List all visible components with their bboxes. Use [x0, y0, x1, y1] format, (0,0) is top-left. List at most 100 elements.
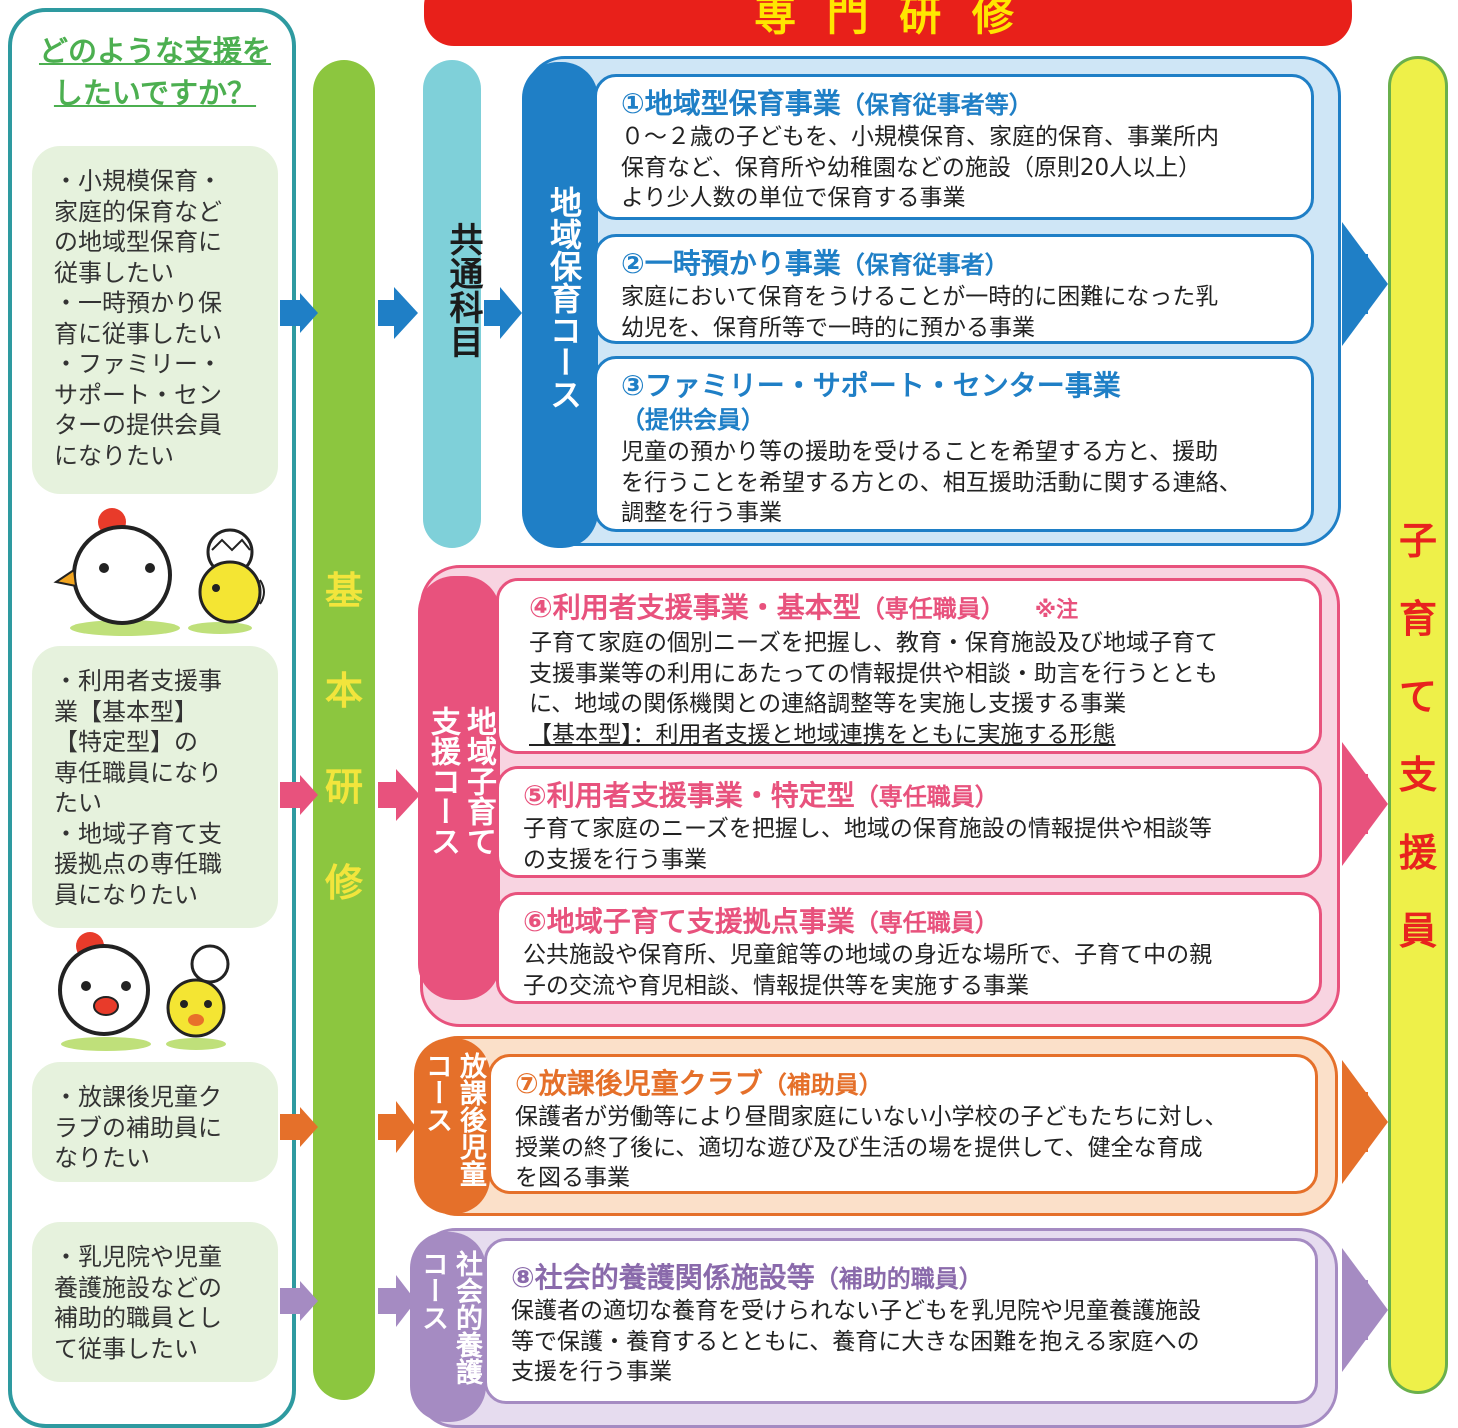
after-school-course-tab: [414, 1038, 490, 1214]
need-box-regional-childcare: ・小規模保育・ 家庭的保育など の地域型保育に 従事したい ・一時預かり保 育に…: [32, 146, 278, 494]
item-6-sub: （専任職員）: [854, 909, 999, 937]
item-3-title: ③ファミリー・サポート・センター事業: [621, 369, 1121, 402]
need-arrow-shaft-3: [280, 1114, 302, 1140]
need-arrow-shaft-1: [280, 300, 302, 326]
basic-arrow-shaft-2: [378, 782, 398, 808]
item-1-sub: （保育従事者等）: [840, 91, 1033, 119]
outcome-arrow-head-2: [1342, 742, 1388, 866]
item-4-desc-3: に、地域の関係機関との連絡調整等を実施し支援する事業: [529, 691, 1127, 717]
needs-question-title: どのような支援を したいですか？: [22, 30, 288, 114]
need-box-social-care: ・乳児院や児童 養護施設などの 補助的職員とし て従事したい: [32, 1222, 278, 1382]
basic-arrow-head-2: [396, 769, 420, 821]
social-care-course-tab: [410, 1232, 486, 1422]
item-1-desc-3: より少人数の単位で保育する事業: [621, 185, 966, 211]
item-2-desc-1: 家庭において保育をうけることが一時的に困難になった乳: [621, 284, 1219, 310]
need-arrow-head-2: [300, 775, 318, 815]
item-6-title: ⑥地域子育て支援拠点事業: [523, 905, 855, 938]
item-4-desc-1: 子育て家庭の個別ニーズを把握し、教育・保育施設及び地域子育て: [529, 630, 1218, 656]
common-arrow-head: [500, 287, 522, 339]
needs-question-line2: したいですか？: [53, 76, 257, 110]
course-item-2: ②一時預かり事業（保育従事者） 家庭において保育をうけることが一時的に困難になっ…: [594, 234, 1314, 344]
social-care-label-col2: 社会的養護: [451, 1250, 482, 1385]
outcome-char-3: て: [1398, 675, 1437, 719]
need-arrow-head-4: [300, 1281, 318, 1321]
basic-arrow-shaft-3: [378, 1114, 398, 1140]
item-2-sub: （保育従事者）: [840, 251, 1009, 279]
need-arrow-shaft-2: [280, 782, 302, 808]
item-3-desc-3: 調整を行う事業: [621, 500, 782, 526]
item-1-desc-2: 保育など、保育所や幼稚園などの施設（原則20人以上）: [621, 154, 1202, 181]
outcome-arrow-head-1: [1342, 222, 1388, 346]
child-support-worker-bar: [1388, 56, 1448, 1394]
basic-training-char-4: 修: [324, 861, 363, 905]
after-school-label-col1: コース: [421, 1052, 452, 1133]
item-4-title: ④利用者支援事業・基本型: [529, 591, 861, 624]
item-7-title: ⑦放課後児童クラブ: [515, 1067, 763, 1100]
item-4-sub: （専任職員）: [860, 595, 1005, 623]
outcome-char-2: 育: [1398, 597, 1437, 641]
item-5-title: ⑤利用者支援事業・特定型: [523, 779, 855, 812]
item-7-desc-2: 授業の終了後に、適切な遊び及び生活の場を提供して、健全な育成: [515, 1134, 1203, 1161]
banner-title: 専 門 研 修: [754, 0, 1022, 40]
need-arrow-head-3: [300, 1107, 318, 1147]
basic-training-char-3: 研: [324, 765, 363, 809]
item-2-title: ②一時預かり事業: [621, 247, 841, 280]
course-item-3: ③ファミリー・サポート・センター事業 （提供会員） 児童の預かり等の援助を受ける…: [594, 356, 1314, 532]
item-1-desc-1: ０～２歳の子どもを、小規模保育、家庭的保育、事業所内: [621, 124, 1219, 150]
item-3-desc-2: を行うことを希望する方との、相互援助活動に関する連絡、: [621, 469, 1242, 496]
common-subjects-label: 共通科目: [443, 222, 483, 358]
item-8-sub: （補助的職員）: [814, 1265, 983, 1293]
item-1-title: ①地域型保育事業: [621, 87, 841, 120]
item-8-title: ⑧社会的養護関係施設等: [511, 1261, 815, 1294]
need-arrow-shaft-4: [280, 1288, 302, 1314]
basic-arrow-head-3: [396, 1101, 416, 1153]
item-5-sub: （専任職員）: [854, 783, 999, 811]
basic-arrow-head-1: [394, 287, 418, 339]
item-4-extra: 【基本型】：利用者支援と地域連携をともに実施する形態: [529, 721, 1116, 748]
outcome-arrow-head-3: [1342, 1060, 1388, 1184]
course-item-5: ⑤利用者支援事業・特定型（専任職員） 子育て家庭のニーズを把握し、地域の保育施設…: [496, 766, 1322, 878]
needs-question-line1: どのような支援を: [38, 34, 271, 68]
specialized-training-banner: 専 門 研 修: [424, 0, 1352, 46]
item-7-sub: （補助員）: [762, 1071, 883, 1099]
basic-arrow-shaft-4: [378, 1288, 398, 1314]
outcome-char-5: 援: [1398, 831, 1437, 875]
item-8-desc-2: 等で保護・養育するとともに、養育に大きな困難を抱える家庭への: [511, 1328, 1200, 1355]
course-item-7: ⑦放課後児童クラブ（補助員） 保護者が労働等により昼間家庭にいない小学校の子ども…: [488, 1054, 1318, 1194]
social-care-label-col1: コース: [417, 1250, 448, 1331]
item-8-desc-3: 支援を行う事業: [511, 1359, 672, 1385]
need-box-after-school: ・放課後児童ク ラブの補助員に なりたい: [32, 1062, 278, 1182]
basic-training-char-1: 基: [324, 569, 363, 613]
after-school-label-col2: 放課後児童: [455, 1052, 486, 1187]
basic-training-bar: [313, 60, 375, 1400]
item-5-desc-1: 子育て家庭のニーズを把握し、地域の保育施設の情報提供や相談等: [523, 816, 1212, 842]
basic-arrow-shaft-1: [378, 300, 396, 326]
item-4-note: ※注: [1034, 598, 1079, 623]
regional-childcare-course-label: 地域保育コース: [545, 186, 583, 410]
course-item-1: ①地域型保育事業（保育従事者等） ０～２歳の子どもを、小規模保育、家庭的保育、事…: [594, 74, 1314, 220]
item-3-sub: （提供会員）: [621, 406, 765, 434]
outcome-char-6: 員: [1398, 909, 1437, 953]
community-support-label-col2: 地域子育て: [461, 706, 496, 856]
course-item-6: ⑥地域子育て支援拠点事業（専任職員） 公共施設や保育所、児童館等の地域の身近な場…: [496, 892, 1322, 1004]
course-item-4: ④利用者支援事業・基本型（専任職員） ※注 子育て家庭の個別ニーズを把握し、教育・…: [496, 578, 1322, 754]
course-item-8: ⑧社会的養護関係施設等（補助的職員） 保護者の適切な養育を受けられない子どもを乳…: [484, 1238, 1318, 1404]
outcome-arrow-head-4: [1342, 1248, 1388, 1372]
regional-childcare-course-tab: [522, 62, 598, 548]
item-4-desc-2: 支援事業等の利用にあたっての情報提供や相談・助言を行うととも: [529, 660, 1218, 687]
item-8-desc-1: 保護者の適切な養育を受けられない子どもを乳児院や児童養護施設: [511, 1298, 1201, 1324]
item-5-desc-2: の支援を行う事業: [523, 846, 707, 873]
need-arrow-head-1: [300, 293, 318, 333]
item-7-desc-3: を図る事業: [515, 1165, 630, 1191]
common-arrow-shaft: [484, 300, 502, 326]
outcome-char-1: 子: [1398, 519, 1437, 563]
common-subjects-bar: [423, 60, 481, 548]
chick-illustration-top: [53, 508, 265, 636]
item-6-desc-2: 子の交流や育児相談、情報提供等を実施する事業: [523, 972, 1029, 999]
need-box-user-support: ・利用者支援事 業【基本型】 【特定型】の 専任職員になり たい ・地域子育て支…: [32, 646, 278, 928]
outcome-char-4: 支: [1398, 753, 1437, 797]
chick-illustration-bottom: [58, 932, 230, 1051]
item-7-desc-1: 保護者が労働等により昼間家庭にいない小学校の子どもたちに対し、: [515, 1104, 1228, 1130]
community-support-label-col1: 支援コース: [425, 706, 460, 856]
item-6-desc-1: 公共施設や保育所、児童館等の地域の身近な場所で、子育て中の親: [523, 942, 1213, 968]
